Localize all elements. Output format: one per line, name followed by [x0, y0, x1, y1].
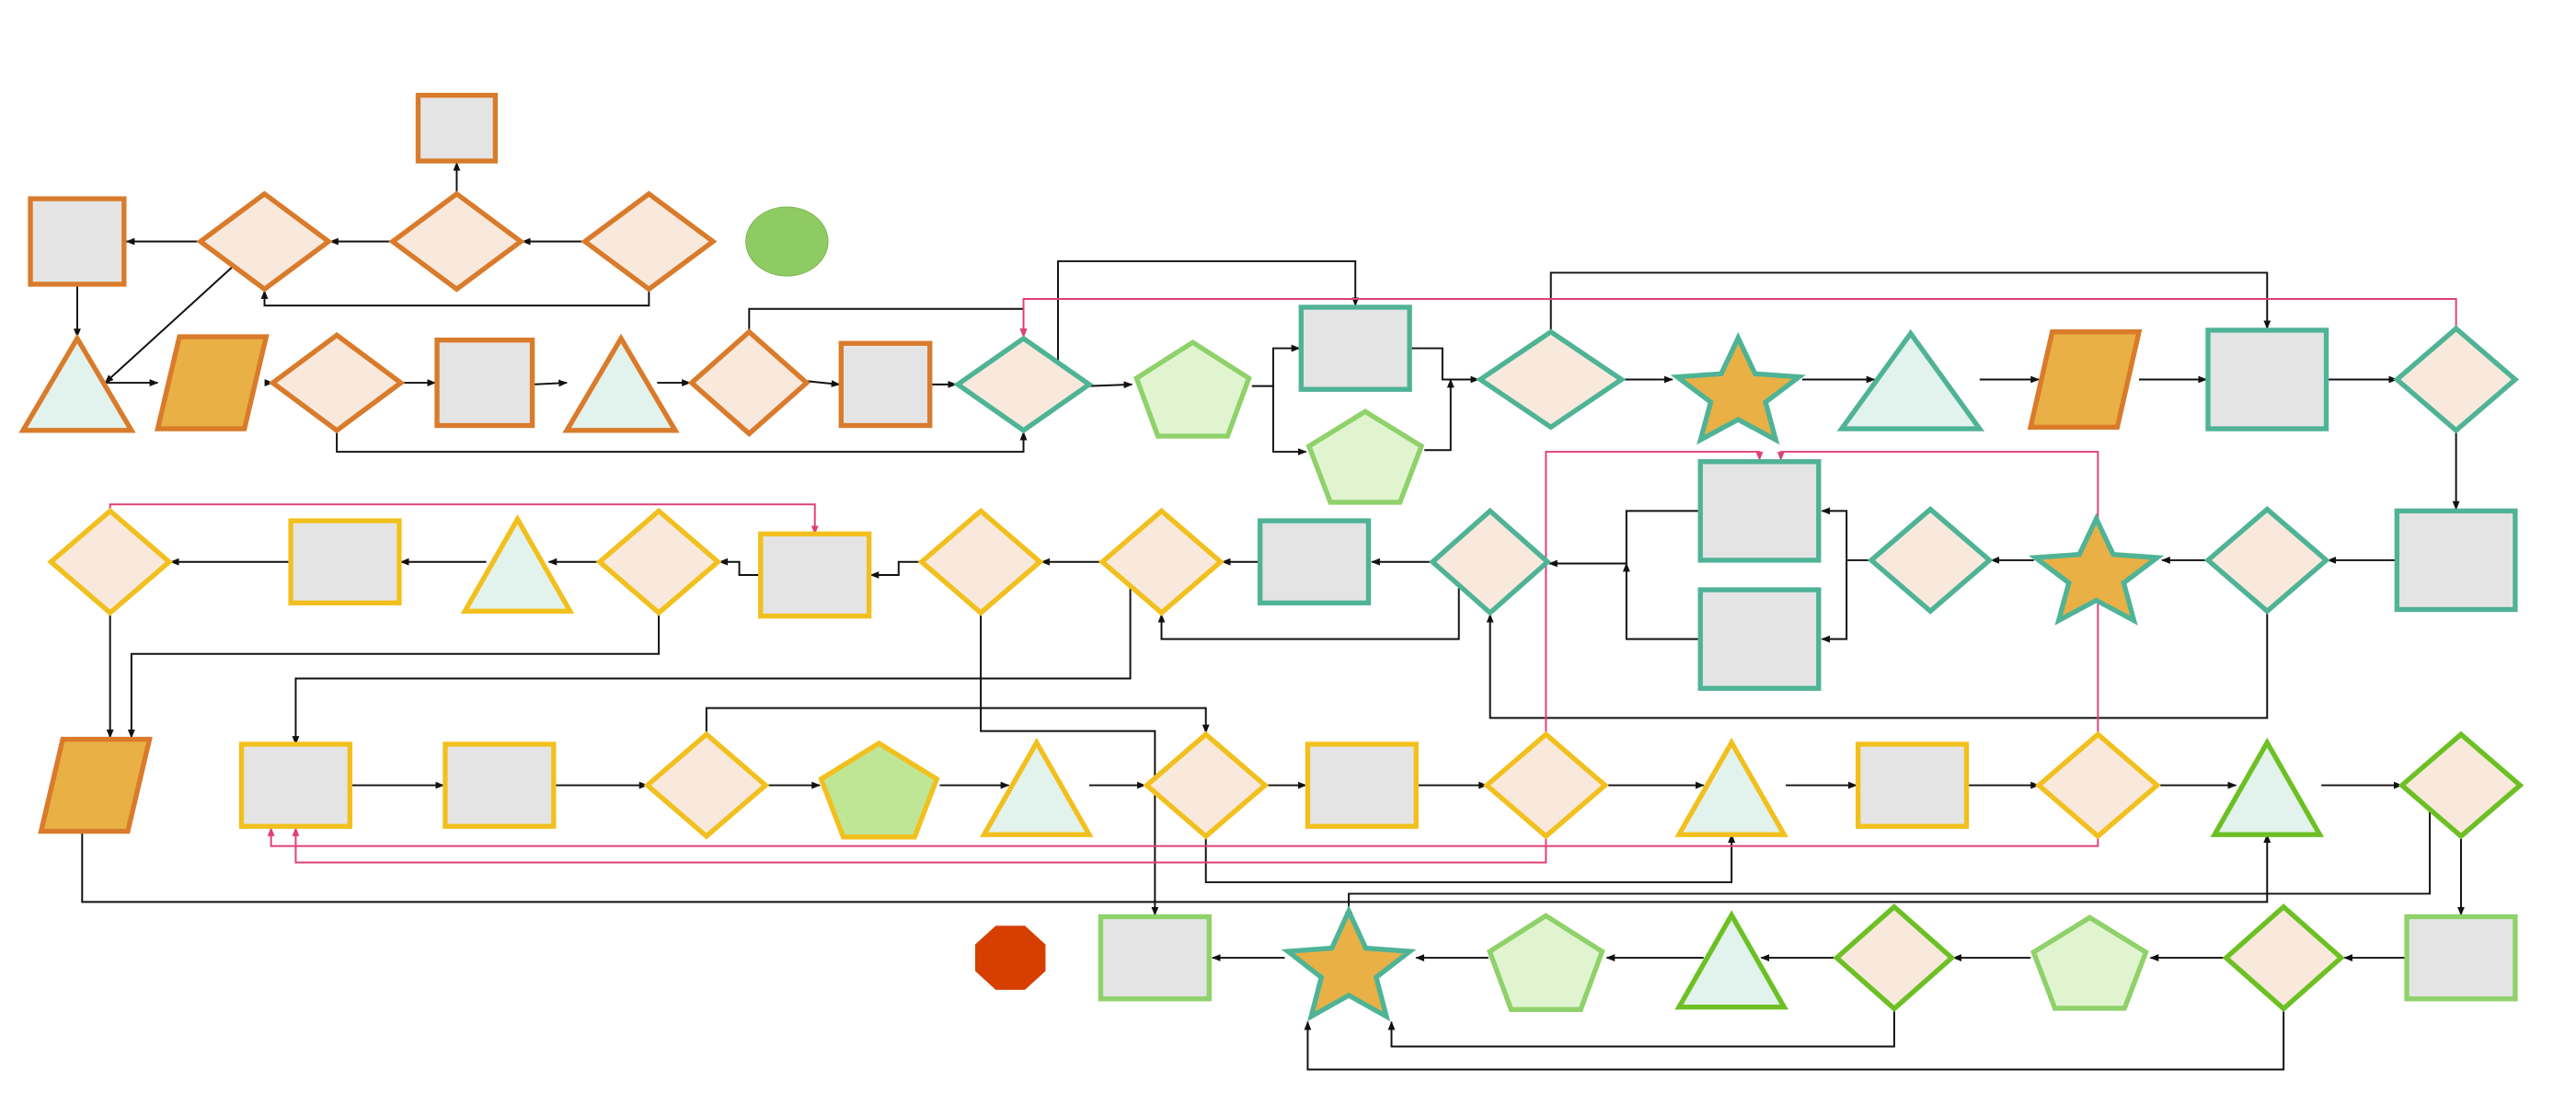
process-box[interactable] [838, 340, 933, 429]
process-box[interactable] [758, 531, 872, 619]
decision-node[interactable] [581, 190, 718, 293]
decision-node[interactable] [953, 335, 1094, 434]
decision-node[interactable] [1476, 328, 1627, 431]
process-box[interactable] [2205, 328, 2329, 431]
decision-node[interactable] [268, 331, 406, 434]
connector-arrow [719, 558, 761, 576]
decision-node[interactable] [47, 507, 174, 616]
connector-arrow [748, 307, 1028, 339]
triangle-node[interactable] [980, 737, 1094, 837]
decision-node[interactable] [595, 507, 722, 616]
pentagon-node[interactable] [1133, 339, 1252, 439]
decision-node[interactable] [388, 190, 525, 293]
connector-arrow [1088, 381, 1133, 389]
process-box[interactable] [1257, 518, 1372, 606]
decision-node[interactable] [1833, 903, 1956, 1013]
process-box[interactable] [238, 742, 353, 829]
connector-layer [74, 161, 2465, 1071]
process-box[interactable] [1098, 914, 1212, 1002]
connector-arrow [1157, 588, 1460, 640]
decision-node[interactable] [643, 730, 770, 840]
process-box[interactable] [1697, 459, 1822, 563]
connector-arrow [104, 265, 235, 384]
connector-arrow [1622, 562, 1701, 640]
connector-arrow [1821, 559, 1848, 643]
process-box[interactable] [28, 196, 127, 287]
connector-arrow [127, 613, 661, 739]
highlighted-connector-arrow [1545, 451, 1764, 735]
triangle-node[interactable] [460, 513, 575, 614]
connector-arrow [1251, 344, 1301, 387]
connector-arrow [980, 613, 1159, 916]
process-box[interactable] [434, 337, 535, 429]
star-node[interactable] [1281, 904, 1417, 1022]
connector-arrow [532, 379, 569, 387]
process-box[interactable] [1298, 305, 1412, 392]
connector-arrow [705, 707, 1210, 734]
triangle-node[interactable] [1836, 328, 1985, 431]
triangle-node[interactable] [1674, 910, 1788, 1010]
data-parallelogram[interactable] [2027, 329, 2143, 430]
decision-node[interactable] [2398, 730, 2524, 840]
decision-node[interactable] [1867, 506, 1994, 615]
process-box[interactable] [415, 92, 499, 164]
process-box[interactable] [2394, 508, 2518, 613]
triangle-node[interactable] [1674, 737, 1788, 837]
connector-arrow [1486, 611, 2269, 719]
pentagon-node[interactable] [2030, 914, 2149, 1011]
connector-arrow [1304, 1008, 2285, 1071]
decision-node[interactable] [1429, 507, 1552, 616]
connector-arrow [869, 560, 922, 579]
stop-octagon[interactable] [975, 926, 1046, 990]
pentagon-node[interactable] [1305, 408, 1425, 505]
process-box[interactable] [443, 742, 557, 829]
decision-node[interactable] [196, 190, 333, 293]
process-box[interactable] [288, 518, 402, 606]
connector-arrow [1424, 378, 1455, 452]
decision-node[interactable] [2222, 903, 2345, 1013]
node-layer [18, 92, 2524, 1022]
decision-node[interactable] [2203, 506, 2330, 615]
connector-arrow [1271, 385, 1307, 456]
decision-node[interactable] [687, 328, 811, 438]
highlighted-connector-arrow [267, 827, 2099, 847]
process-box[interactable] [1855, 742, 1970, 829]
decision-node[interactable] [1482, 730, 1609, 840]
triangle-node[interactable] [2210, 737, 2325, 837]
decision-node[interactable] [2034, 730, 2161, 840]
decision-node[interactable] [1143, 730, 1270, 840]
star-node[interactable] [1670, 332, 1806, 445]
connector-arrow [1549, 271, 2271, 334]
connector-arrow [1821, 507, 1871, 561]
highlighted-connector-arrow [109, 503, 819, 535]
connector-arrow [336, 430, 1028, 454]
data-parallelogram[interactable] [38, 736, 153, 834]
decision-node[interactable] [2393, 325, 2520, 434]
highlighted-connector-arrow [1019, 298, 2457, 339]
data-parallelogram[interactable] [155, 334, 270, 431]
process-box[interactable] [1305, 742, 1419, 829]
pentagon-node[interactable] [1487, 913, 1605, 1012]
connector-arrow [1547, 510, 1701, 568]
decision-node[interactable] [917, 507, 1044, 616]
pentagon-node[interactable] [818, 740, 940, 840]
connector-arrow [292, 588, 1132, 745]
triangle-node[interactable] [18, 333, 136, 433]
connector-arrow [806, 380, 841, 387]
connector-arrow [81, 833, 2271, 903]
connector-arrow [1409, 347, 1480, 384]
decision-node[interactable] [1098, 507, 1225, 616]
start-circle[interactable] [745, 206, 829, 277]
process-box[interactable] [2404, 914, 2518, 1002]
connector-arrow [1057, 259, 1360, 365]
star-node[interactable] [2029, 512, 2165, 626]
connector-arrow [1204, 834, 1736, 883]
connector-arrow [1387, 1008, 1895, 1048]
connector-arrow [260, 289, 650, 307]
triangle-node[interactable] [562, 333, 680, 433]
process-box[interactable] [1697, 587, 1822, 691]
